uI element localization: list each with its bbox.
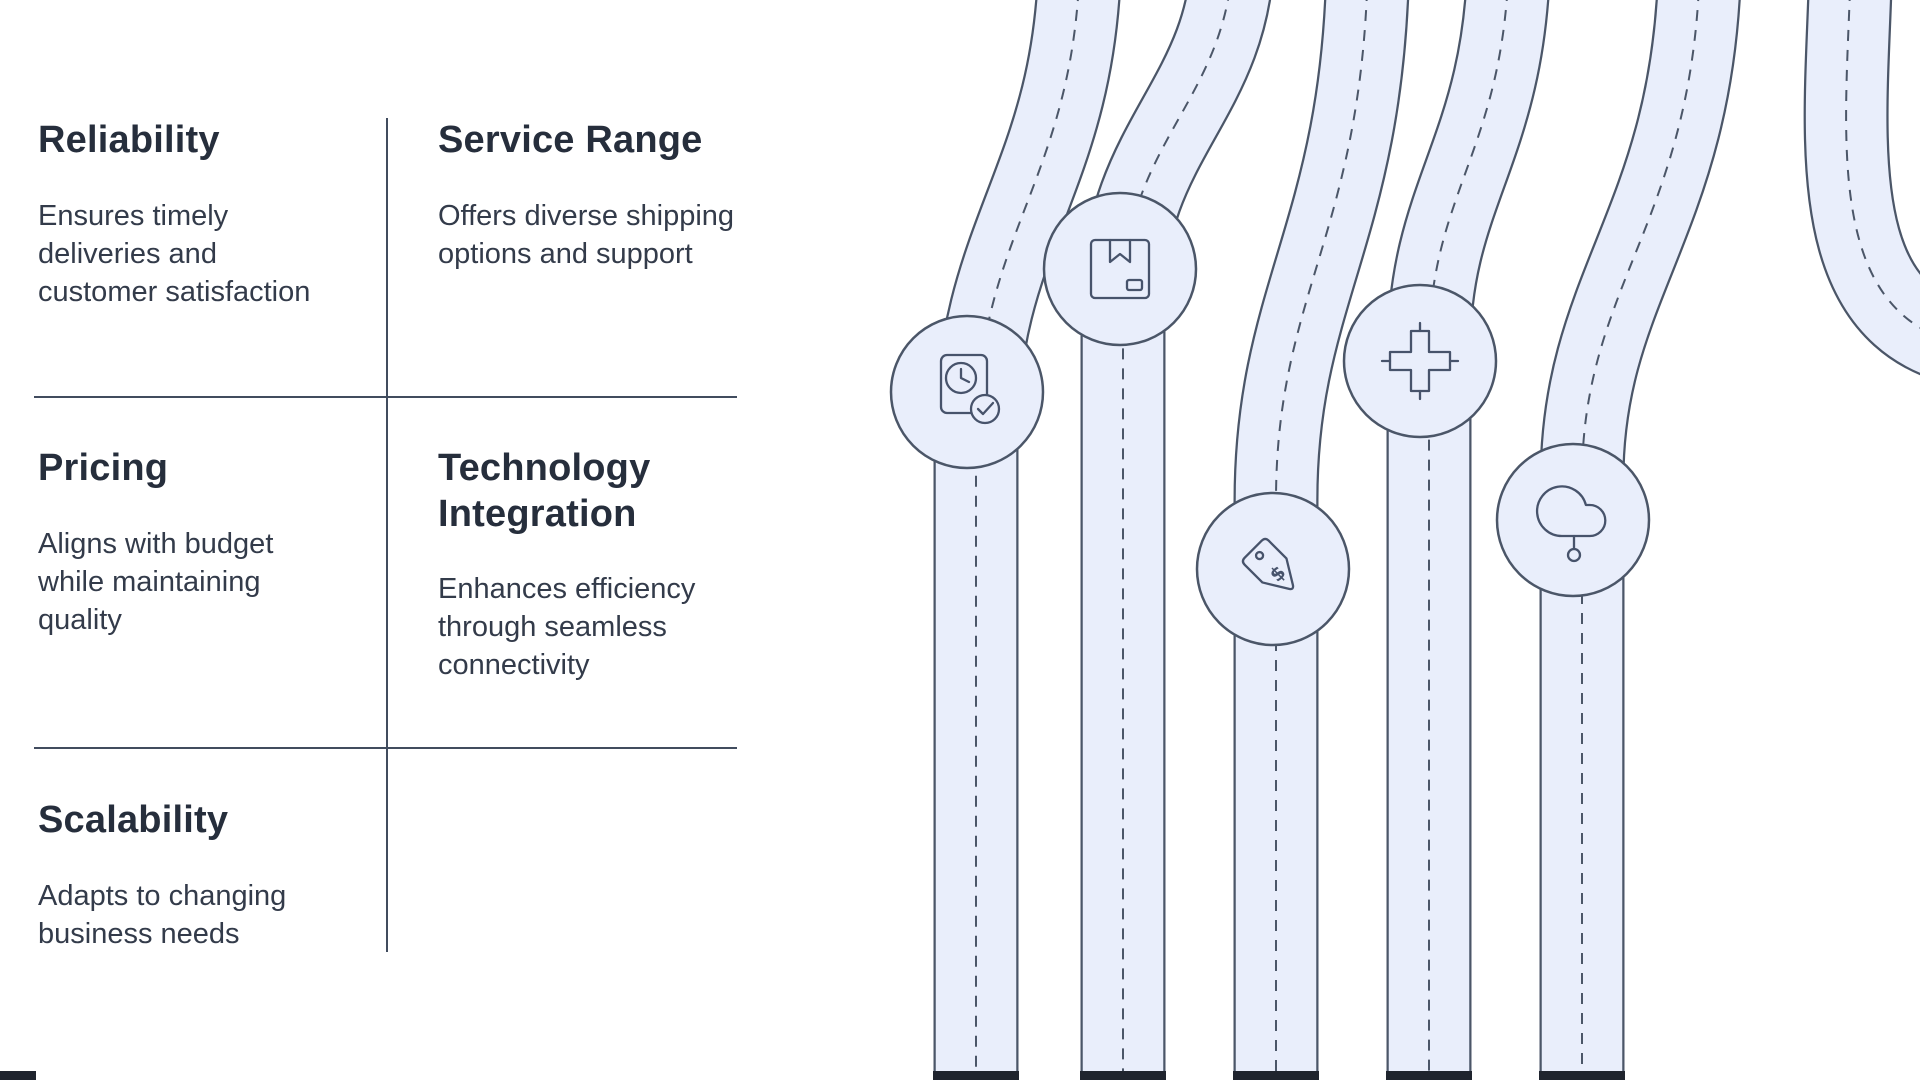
road-5 — [1539, 0, 1741, 1080]
row-divider-2 — [34, 747, 737, 749]
road-6 — [1803, 0, 1920, 375]
row-divider-1 — [34, 396, 737, 398]
road-3 — [1233, 0, 1410, 1080]
criteria-cell-pricing: Pricing Aligns with budget while maintai… — [38, 446, 318, 640]
criteria-cell-service-range: Service Range Offers diverse shipping op… — [438, 118, 748, 274]
criteria-description: Ensures timely deliveries and customer s… — [38, 199, 311, 308]
road-end-caps — [0, 1071, 1625, 1080]
criteria-description: Adapts to changing business needs — [38, 879, 287, 950]
criteria-description: Enhances efficiency through seamless con… — [438, 573, 696, 682]
package-icon — [1089, 238, 1151, 300]
price-tag-symbol: $ — [1265, 561, 1290, 586]
criteria-title: Service Range — [438, 119, 703, 161]
road-2 — [1080, 0, 1272, 1080]
criteria-cell-reliability: Reliability Ensures timely deliveries an… — [38, 118, 318, 312]
criteria-description: Aligns with budget while maintaining qua… — [38, 527, 274, 636]
node-reliability — [889, 314, 1045, 470]
circuit-cross-icon — [1380, 321, 1460, 401]
column-divider — [386, 118, 388, 952]
node-pricing: $ — [1195, 491, 1351, 647]
criteria-cell-technology-integration: Technology Integration Enhances efficien… — [438, 446, 748, 685]
price-tag-icon: $ — [1241, 537, 1295, 591]
road-4 — [1386, 0, 1550, 1080]
node-scalability — [1495, 442, 1651, 598]
node-technology-integration — [1342, 283, 1498, 439]
criteria-cell-scalability: Scalability Adapts to changing business … — [38, 798, 318, 954]
criteria-description: Offers diverse shipping options and supp… — [438, 199, 735, 270]
criteria-title: Technology Integration — [438, 447, 651, 535]
road-1 — [933, 0, 1121, 1080]
criteria-title: Scalability — [38, 799, 229, 841]
criteria-title: Reliability — [38, 119, 220, 161]
document-clock-check-icon — [939, 353, 1001, 425]
cloud-search-icon — [1536, 485, 1607, 563]
node-service-range — [1042, 191, 1198, 347]
criteria-title: Pricing — [38, 447, 169, 489]
